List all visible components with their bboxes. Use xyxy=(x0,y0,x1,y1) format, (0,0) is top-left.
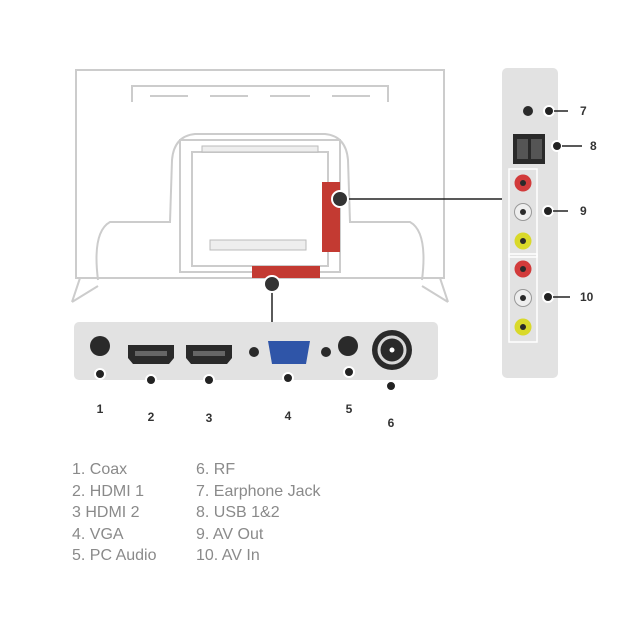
callout-marker xyxy=(542,205,554,217)
usb-port-icon xyxy=(513,134,545,164)
vga-screw-right-icon xyxy=(321,347,331,357)
legend-item-pc-audio: 5. PC Audio xyxy=(72,547,157,564)
legend-item-coax: 1. Coax xyxy=(72,461,128,478)
callout-number: 10 xyxy=(580,290,594,304)
legend-item-hdmi-1: 2. HDMI 1 xyxy=(72,482,145,500)
legend-left-column: 1. Coax 2. HDMI 1 3 HDMI 2 4. VGA 5. PC … xyxy=(72,459,157,567)
legend-item-hdmi-2: 3 HDMI 2 xyxy=(72,504,140,521)
callout-number: 2 xyxy=(148,410,155,424)
earphone-jack-icon xyxy=(523,106,533,116)
legend-right-column: 6. RF 7. Earphone Jack 8. USB 1&2 9. AV … xyxy=(196,459,321,567)
callout-marker xyxy=(282,372,294,384)
callout-number: 9 xyxy=(580,204,587,218)
callout-marker xyxy=(551,140,563,152)
callout-number: 4 xyxy=(285,409,292,423)
vent-grille-top xyxy=(201,145,319,153)
callout-marker xyxy=(94,368,106,380)
legend-item-vga: 4. VGA xyxy=(72,525,124,543)
callout-number: 1 xyxy=(97,402,104,416)
bottom-port-zone xyxy=(252,266,320,278)
legend-item-earphone-jack: 7. Earphone Jack xyxy=(196,482,321,500)
callout-marker xyxy=(542,291,554,303)
callout-number: 5 xyxy=(346,402,353,416)
callout-marker xyxy=(543,105,555,117)
rf-connector-icon xyxy=(372,330,412,370)
callout-number: 7 xyxy=(580,104,587,118)
callout-number: 8 xyxy=(590,139,597,153)
callout-marker xyxy=(203,374,215,386)
rca-group-icon xyxy=(508,253,538,343)
callout-number: 6 xyxy=(388,416,395,430)
legend-item-av-in: 10. AV In xyxy=(196,547,260,564)
vent-grille-bottom xyxy=(209,239,307,251)
hdmi-port-icon xyxy=(186,345,232,364)
vga-port-icon xyxy=(268,341,310,364)
hdmi-port-icon xyxy=(128,345,174,364)
side-zone-marker xyxy=(331,190,349,208)
rca-group-icon xyxy=(508,168,538,258)
callout-marker xyxy=(343,366,355,378)
legend-item-rf: 6. RF xyxy=(196,461,236,478)
legend-item-av-out: 9. AV Out xyxy=(196,525,264,543)
coax-port-icon xyxy=(90,336,110,356)
callout-marker xyxy=(385,380,397,392)
bottom-zone-marker xyxy=(263,275,281,293)
vga-screw-left-icon xyxy=(249,347,259,357)
legend-item-usb: 8. USB 1&2 xyxy=(196,504,280,521)
callout-marker xyxy=(145,374,157,386)
audio-jack-icon xyxy=(338,336,358,356)
callout-number: 3 xyxy=(206,411,213,425)
